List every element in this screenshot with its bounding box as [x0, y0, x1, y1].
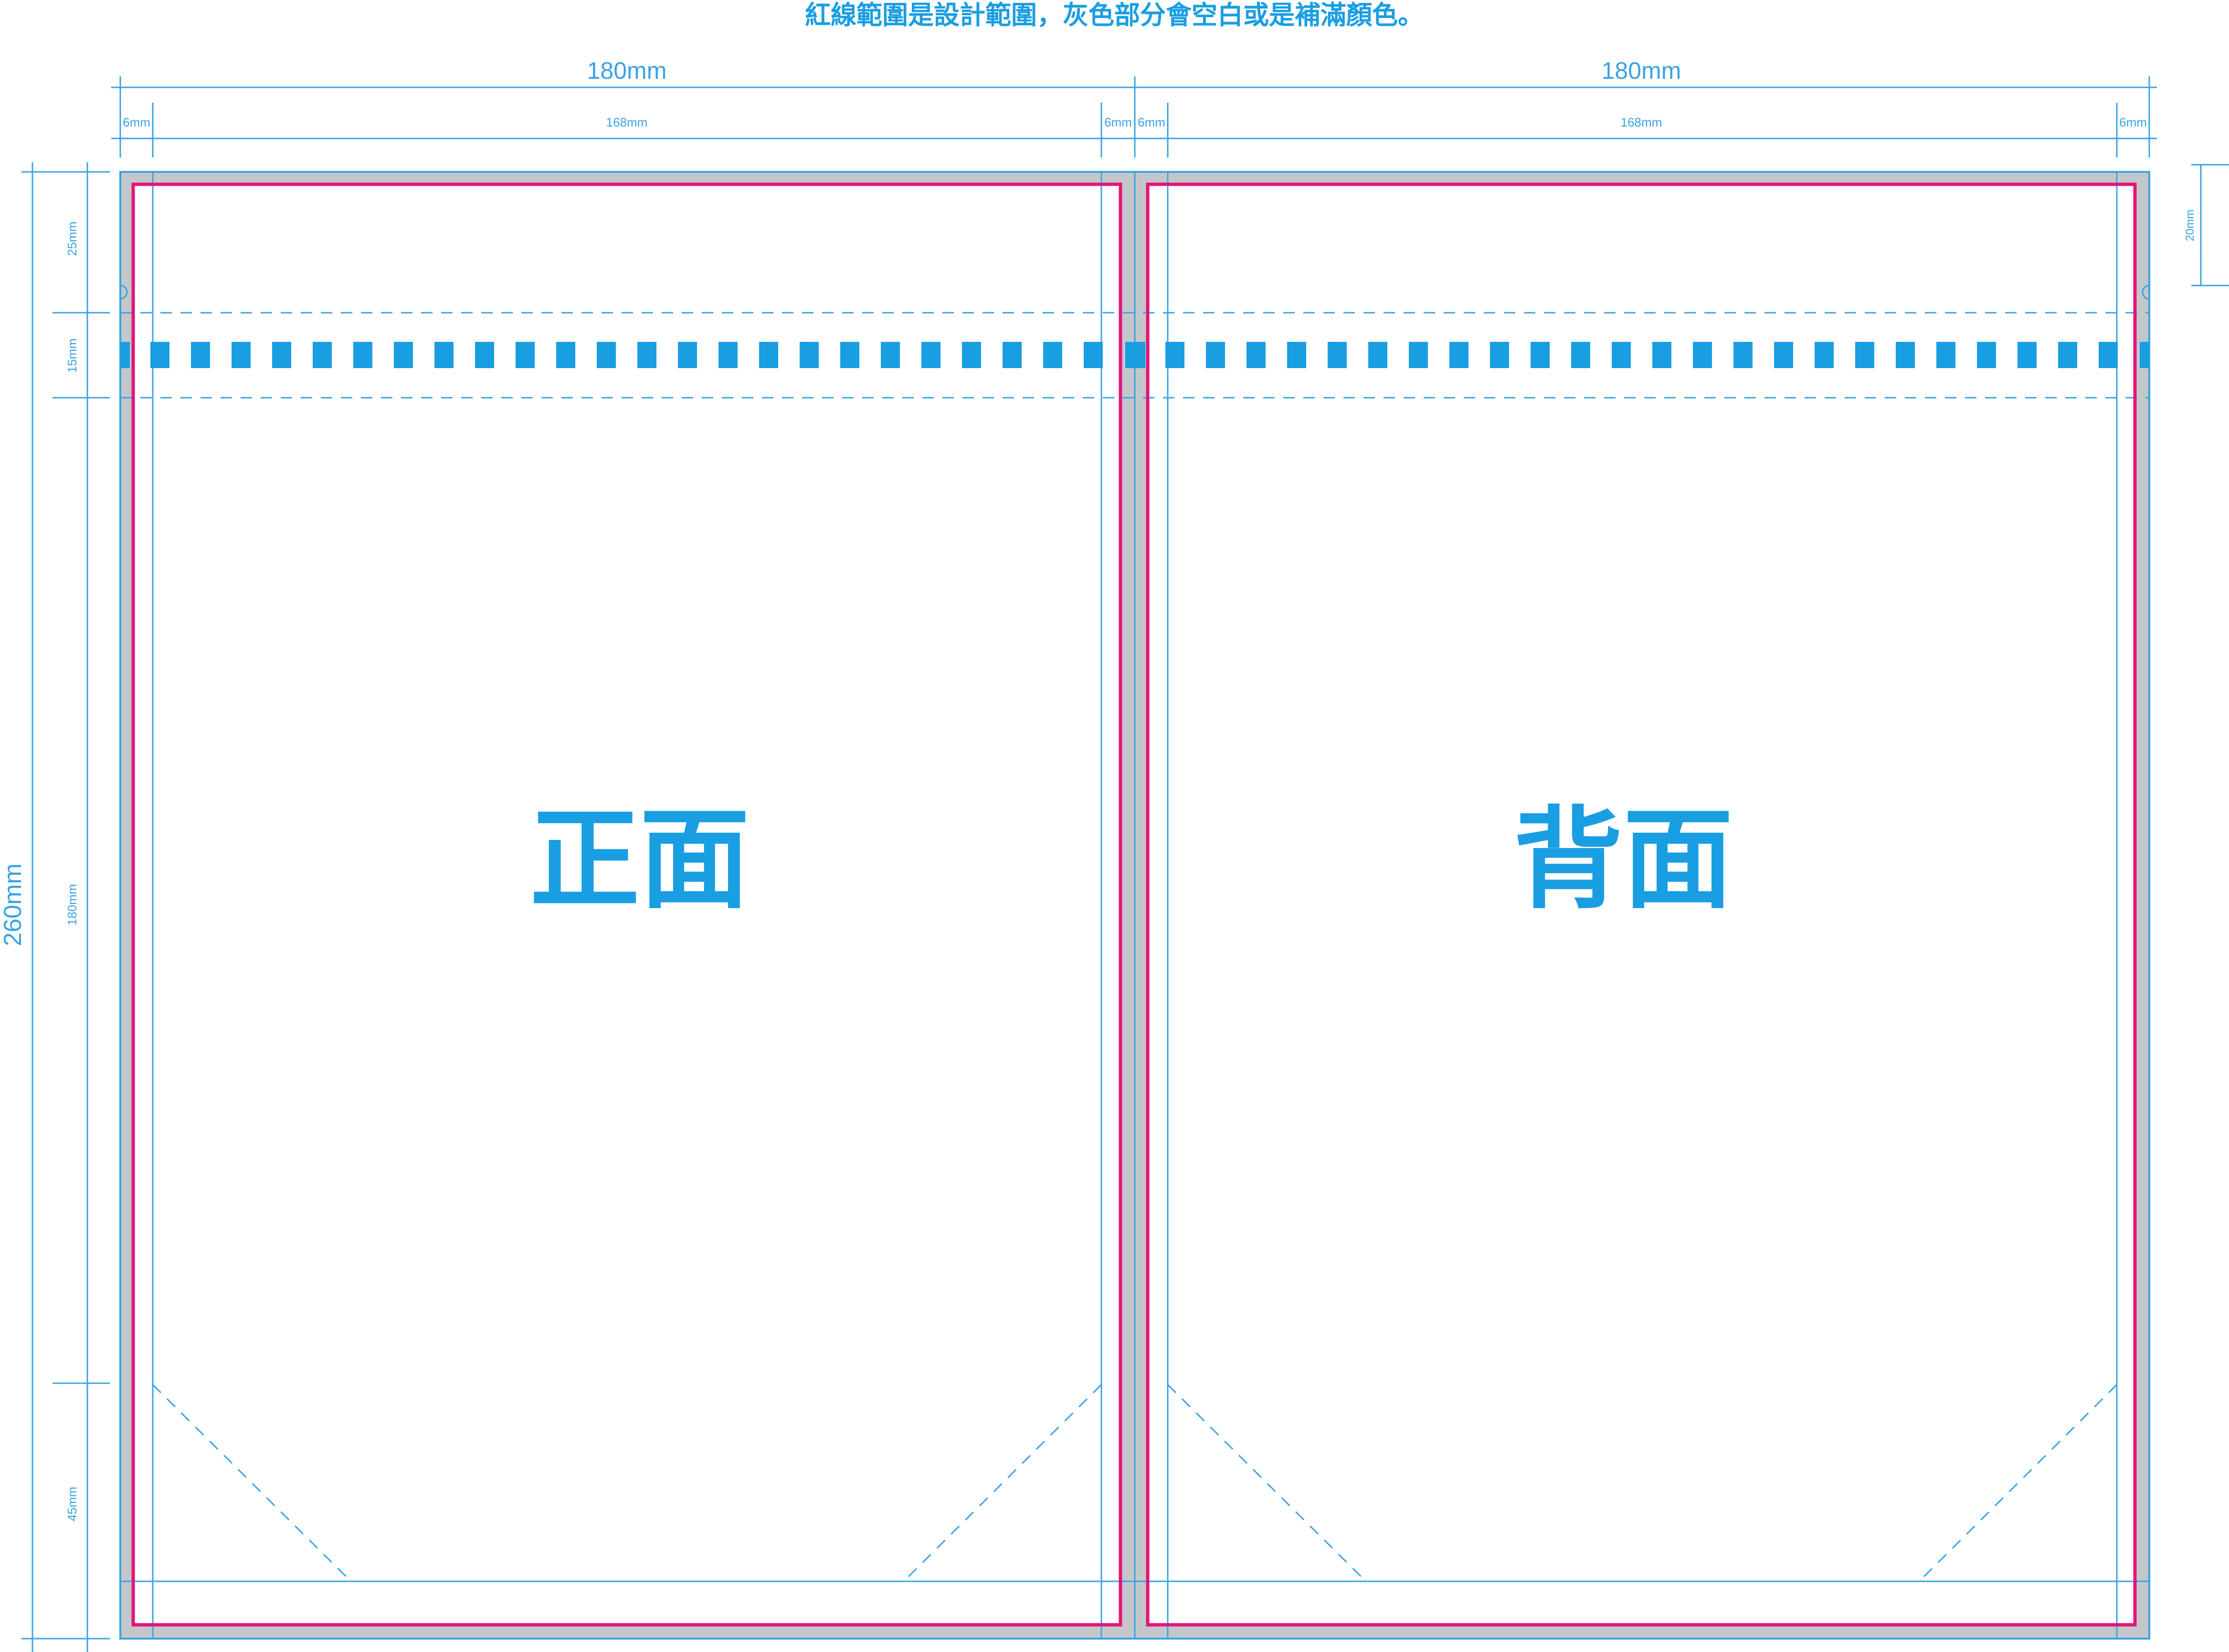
perforation-square — [2140, 342, 2149, 368]
perforation-square — [1125, 342, 1145, 368]
perforation-square — [2058, 342, 2077, 368]
perforation-square — [800, 342, 819, 368]
perforation-square — [840, 342, 859, 368]
guide-lines — [120, 172, 2149, 1639]
perforation-square — [718, 342, 738, 368]
fold-lines — [120, 312, 2149, 1582]
perforation-square — [1531, 342, 1550, 368]
dim-bottom-section: 45mm — [65, 1487, 79, 1521]
right-dimensions — [2191, 164, 2229, 286]
back-design-area — [1148, 184, 2135, 1146]
perforation-square — [1652, 342, 1671, 368]
perforation-square — [1409, 342, 1428, 368]
perforation-square — [1043, 342, 1062, 368]
perforation-square — [1977, 342, 1996, 368]
perforation-square — [1936, 342, 1955, 368]
instruction-header: 紅線範圍是設計範圍，灰色部分會空白或是補滿顏色。 — [805, 0, 1424, 30]
perforation-square — [921, 342, 940, 368]
perforation-square — [678, 342, 697, 368]
perforation-square — [191, 342, 210, 368]
perforation-square — [150, 342, 169, 368]
perforation-square — [434, 342, 454, 368]
perforation-square — [1449, 342, 1468, 368]
perforation-strip — [120, 342, 2149, 368]
front-design-area — [133, 184, 1120, 1146]
dim-strip-section: 15mm — [65, 339, 79, 373]
dim-top-section: 25mm — [65, 222, 79, 256]
perforation-square — [2099, 342, 2118, 368]
perforation-square — [1368, 342, 1387, 368]
perforation-square — [1896, 342, 1915, 368]
front-safe-border — [131, 182, 1122, 1627]
perforation-square — [637, 342, 656, 368]
perforation-square — [1328, 342, 1347, 368]
dim-total-height: 260mm — [0, 863, 27, 946]
perforation-square — [1206, 342, 1225, 368]
perforation-square — [1287, 342, 1306, 368]
perforation-square — [1855, 342, 1874, 368]
dim-right-margin: 6mm — [2119, 115, 2147, 129]
perforation-square — [313, 342, 332, 368]
perforation-square — [1571, 342, 1590, 368]
perforation-square — [1084, 342, 1103, 368]
perforation-square — [1815, 342, 1834, 368]
perforation-square — [1612, 342, 1631, 368]
perforation-square — [475, 342, 494, 368]
perforation-square — [272, 342, 291, 368]
perforation-square — [516, 342, 535, 368]
perforation-square — [1490, 342, 1509, 368]
dim-right-inner: 168mm — [1621, 115, 1662, 129]
perforation-square — [597, 342, 616, 368]
dim-main-section: 180mm — [65, 884, 79, 926]
perforation-square — [1733, 342, 1753, 368]
perforation-square — [2018, 342, 2037, 368]
dim-left-panel-width: 180mm — [587, 57, 667, 84]
perforation-square — [759, 342, 778, 368]
perforation-square — [353, 342, 372, 368]
perforation-square — [1247, 342, 1266, 368]
dim-right-top-offset: 20mm — [2184, 210, 2197, 242]
dim-right-margin-left: 6mm — [1138, 115, 1165, 129]
perforation-square — [394, 342, 413, 368]
perforation-square — [962, 342, 981, 368]
perforation-square — [1693, 342, 1712, 368]
perforation-square — [232, 342, 251, 368]
front-panel-label: 正面 — [530, 796, 750, 924]
perforation-square — [1003, 342, 1022, 368]
dim-left-inner: 168mm — [606, 115, 648, 129]
top-dimensions — [111, 76, 2157, 158]
dim-left-margin-right: 6mm — [1104, 115, 1132, 129]
back-bottom-area — [1148, 1146, 2135, 1625]
perforation-square — [881, 342, 900, 368]
hole-marker-left-icon — [120, 285, 128, 300]
perforation-square — [120, 342, 130, 368]
perforation-square — [556, 342, 575, 368]
perforation-square — [1165, 342, 1184, 368]
front-bottom-area — [133, 1146, 1120, 1625]
back-safe-border — [1146, 182, 2137, 1627]
left-dimensions — [21, 162, 110, 1652]
perforation-square — [1774, 342, 1793, 368]
back-panel-label: 背面 — [1513, 796, 1733, 924]
hole-marker-right-icon — [2142, 285, 2150, 300]
dim-right-panel-width: 180mm — [1602, 57, 1681, 84]
dim-left-margin: 6mm — [123, 115, 150, 129]
